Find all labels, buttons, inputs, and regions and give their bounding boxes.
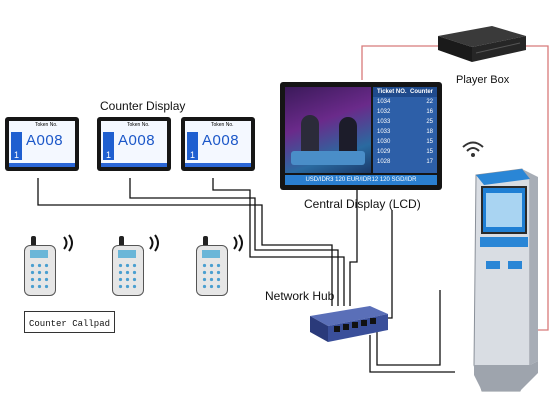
counter-cell: 25 — [426, 119, 433, 125]
callpad-1 — [24, 236, 56, 296]
counter-display-3: Token No. 1 A008 — [181, 117, 255, 171]
token-number: A008 — [26, 132, 64, 149]
counter-cell: 17 — [426, 159, 433, 165]
counter-cell: 15 — [426, 149, 433, 155]
central-display-label: Central Display (LCD) — [304, 197, 421, 211]
signal-icon — [149, 234, 159, 252]
table-row: 1028 17 — [373, 157, 437, 167]
table-row: 1033 18 — [373, 127, 437, 137]
ticket-cell: 1028 — [377, 159, 391, 165]
token-label: Token No. — [35, 122, 58, 128]
callpad-antenna — [119, 236, 124, 248]
counter-display-screen: Token No. 1 A008 — [9, 121, 75, 167]
network-hub-label: Network Hub — [265, 289, 335, 303]
callpad-body — [196, 245, 228, 296]
header-ticket: Ticket NO. — [377, 89, 407, 95]
ticker-bar: USD/IDR3 120 EUR/IDR12 120 SGD/IDR — [285, 175, 437, 185]
callpad-screen — [202, 250, 220, 258]
presenter-figure — [339, 117, 357, 155]
callpad-body — [112, 245, 144, 296]
ticket-cell: 1032 — [377, 109, 391, 115]
player-box — [438, 26, 526, 62]
network-cables — [37, 178, 455, 373]
ticket-table-header: Ticket NO. Counter — [373, 87, 437, 97]
counter-cell: 15 — [426, 139, 433, 145]
player-box-label: Player Box — [456, 74, 510, 86]
ticker-text: USD/IDR3 120 EUR/IDR12 120 SGD/IDR — [305, 177, 417, 183]
counter-display-screen: Token No. 1 A008 — [101, 121, 167, 167]
signal-icon — [233, 234, 243, 252]
counter-cell: 16 — [426, 109, 433, 115]
callpad-keys — [201, 262, 223, 290]
table-row: 1030 15 — [373, 137, 437, 147]
counter-display-2: Token No. 1 A008 — [97, 117, 171, 171]
network-hub — [310, 306, 388, 342]
counter-callpad-label: Counter Callpad — [29, 319, 111, 329]
counter-cell: 22 — [426, 99, 433, 105]
screen-strip — [185, 163, 251, 167]
counter-display-1: Token No. 1 A008 — [5, 117, 79, 171]
counter-number: 1 — [11, 132, 22, 160]
token-number: A008 — [118, 132, 156, 149]
callpad-2 — [112, 236, 144, 296]
ticket-cell: 1029 — [377, 149, 391, 155]
wifi-icon — [462, 141, 484, 157]
presenter-figure — [301, 115, 319, 155]
callpad-keys — [29, 262, 51, 290]
screen-strip — [9, 163, 75, 167]
table-row: 1033 25 — [373, 117, 437, 127]
callpad-body — [24, 245, 56, 296]
ticket-cell: 1034 — [377, 99, 391, 105]
power-line — [361, 45, 440, 80]
counter-cell: 18 — [426, 129, 433, 135]
counter-number: 1 — [103, 132, 114, 160]
callpad-antenna — [31, 236, 36, 248]
central-display-video — [285, 87, 371, 173]
callpad-screen — [30, 250, 48, 258]
callpad-3 — [196, 236, 228, 296]
callpad-antenna — [203, 236, 208, 248]
token-label: Token No. — [211, 122, 234, 128]
counter-callpad-label-box: Counter Callpad — [24, 311, 116, 333]
ticket-cell: 1030 — [377, 139, 391, 145]
table-row: 1029 15 — [373, 147, 437, 157]
screen-strip — [101, 163, 167, 167]
callpad-screen — [118, 250, 136, 258]
token-label: Token No. — [127, 122, 150, 128]
ticket-cell: 1033 — [377, 119, 391, 125]
counter-display-label: Counter Display — [100, 99, 186, 113]
callpad-keys — [117, 262, 139, 290]
counter-number: 1 — [187, 132, 198, 160]
signal-icon — [63, 234, 73, 252]
counter-display-screen: Token No. 1 A008 — [185, 121, 251, 167]
table-row: 1034 22 — [373, 97, 437, 107]
table-row: 1032 16 — [373, 107, 437, 117]
header-counter: Counter — [410, 89, 433, 95]
ticket-cell: 1033 — [377, 129, 391, 135]
token-number: A008 — [202, 132, 240, 149]
queue-kiosk — [473, 168, 538, 392]
studio-desk — [291, 151, 365, 165]
